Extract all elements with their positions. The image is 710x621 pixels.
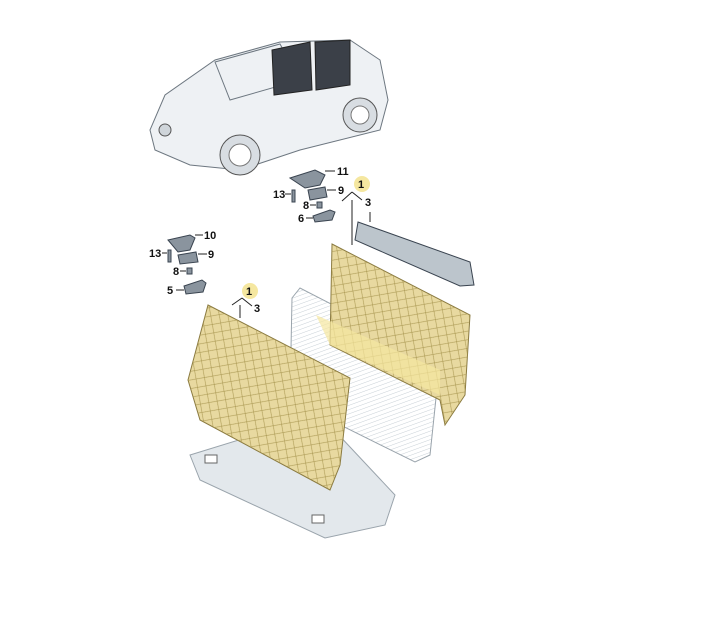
callout-1-left: 1	[246, 286, 252, 298]
part-11	[288, 169, 326, 189]
callout-3-left: 3	[254, 303, 260, 315]
part-10	[167, 234, 196, 253]
part-9	[307, 186, 328, 201]
callout-8-left: 8	[173, 266, 179, 278]
part-13	[291, 189, 296, 203]
callout-badge-1	[354, 176, 370, 192]
callout-13-left: 13	[149, 248, 161, 260]
part-9-left	[177, 251, 199, 265]
callout-9: 9	[338, 185, 344, 197]
callout-9-left: 9	[208, 249, 214, 261]
partition-net-left: 1 3	[187, 283, 351, 491]
car-net-rear	[314, 39, 351, 91]
car-net-front	[271, 41, 313, 96]
part-8	[316, 201, 323, 209]
callout-1: 1	[358, 179, 364, 191]
bracket-cluster-left: 10 9 13 8 5	[149, 230, 216, 297]
callout-5: 5	[167, 285, 173, 297]
bracket-cluster-right: 11 9 13 8 6	[273, 166, 349, 225]
callout-badge-1-left	[242, 283, 258, 299]
callout-6: 6	[298, 213, 304, 225]
callout-13: 13	[273, 189, 285, 201]
callout-11: 11	[337, 166, 349, 178]
part-6	[312, 209, 336, 223]
roll-housing	[354, 221, 475, 287]
part-8-left	[186, 267, 193, 275]
callout-8: 8	[303, 200, 309, 212]
callout-10: 10	[204, 230, 216, 242]
vehicle-overview	[149, 39, 389, 176]
part-13-left	[167, 249, 172, 263]
part-5	[183, 279, 207, 295]
callout-3: 3	[365, 197, 371, 209]
partition-net-right: 1 3	[316, 176, 475, 427]
